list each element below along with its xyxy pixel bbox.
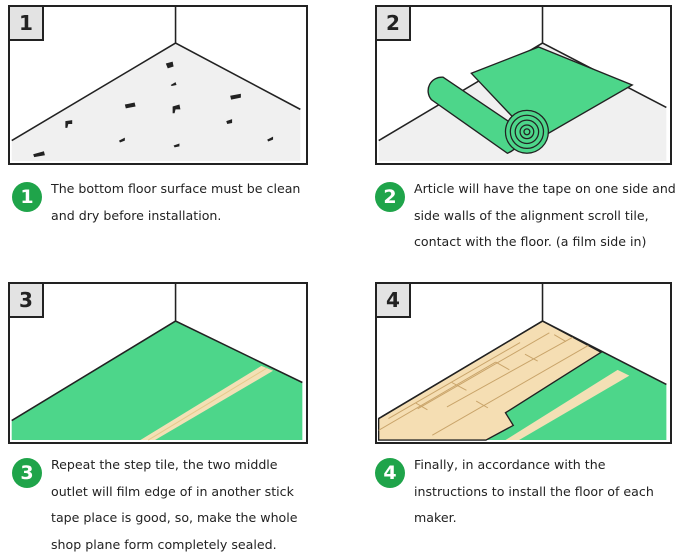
step-4-illustration: 4 bbox=[375, 282, 672, 444]
step-1-illustration: 1 bbox=[8, 5, 308, 165]
step-2-caption: 2 Article will have the tape on one side… bbox=[375, 181, 680, 256]
step-badge-2: 2 bbox=[375, 182, 405, 212]
step-4-text: Finally, in accordance with the instruct… bbox=[414, 457, 654, 525]
step-number-3: 3 bbox=[10, 284, 44, 318]
step-2-illustration: 2 bbox=[375, 5, 672, 165]
floor-debris-diagram bbox=[11, 7, 301, 162]
step-number-2: 2 bbox=[377, 7, 411, 41]
wood-plank-lines bbox=[378, 332, 589, 436]
step-badge-1: 1 bbox=[12, 182, 42, 212]
step-2-text: Article will have the tape on one side a… bbox=[414, 181, 676, 249]
step-1-text: The bottom floor surface must be clean a… bbox=[51, 181, 301, 223]
wood-floor-diagram bbox=[377, 284, 667, 441]
roll-end bbox=[504, 109, 549, 154]
step-badge-3: 3 bbox=[12, 458, 42, 488]
debris-marks bbox=[33, 61, 274, 158]
step-4-caption: 4 Finally, in accordance with the instru… bbox=[375, 457, 680, 532]
step-1-caption: 1 The bottom floor surface must be clean… bbox=[12, 181, 312, 229]
step-3-caption: 3 Repeat the step tile, the two middle o… bbox=[12, 457, 312, 558]
step-number-1: 1 bbox=[10, 7, 44, 41]
step-number-4: 4 bbox=[377, 284, 411, 318]
film-coverage-diagram bbox=[11, 284, 303, 441]
step-3-illustration: 3 bbox=[8, 282, 308, 444]
tape-roll-diagram bbox=[378, 7, 667, 162]
step-badge-4: 4 bbox=[375, 458, 405, 488]
step-3-text: Repeat the step tile, the two middle out… bbox=[51, 457, 298, 552]
